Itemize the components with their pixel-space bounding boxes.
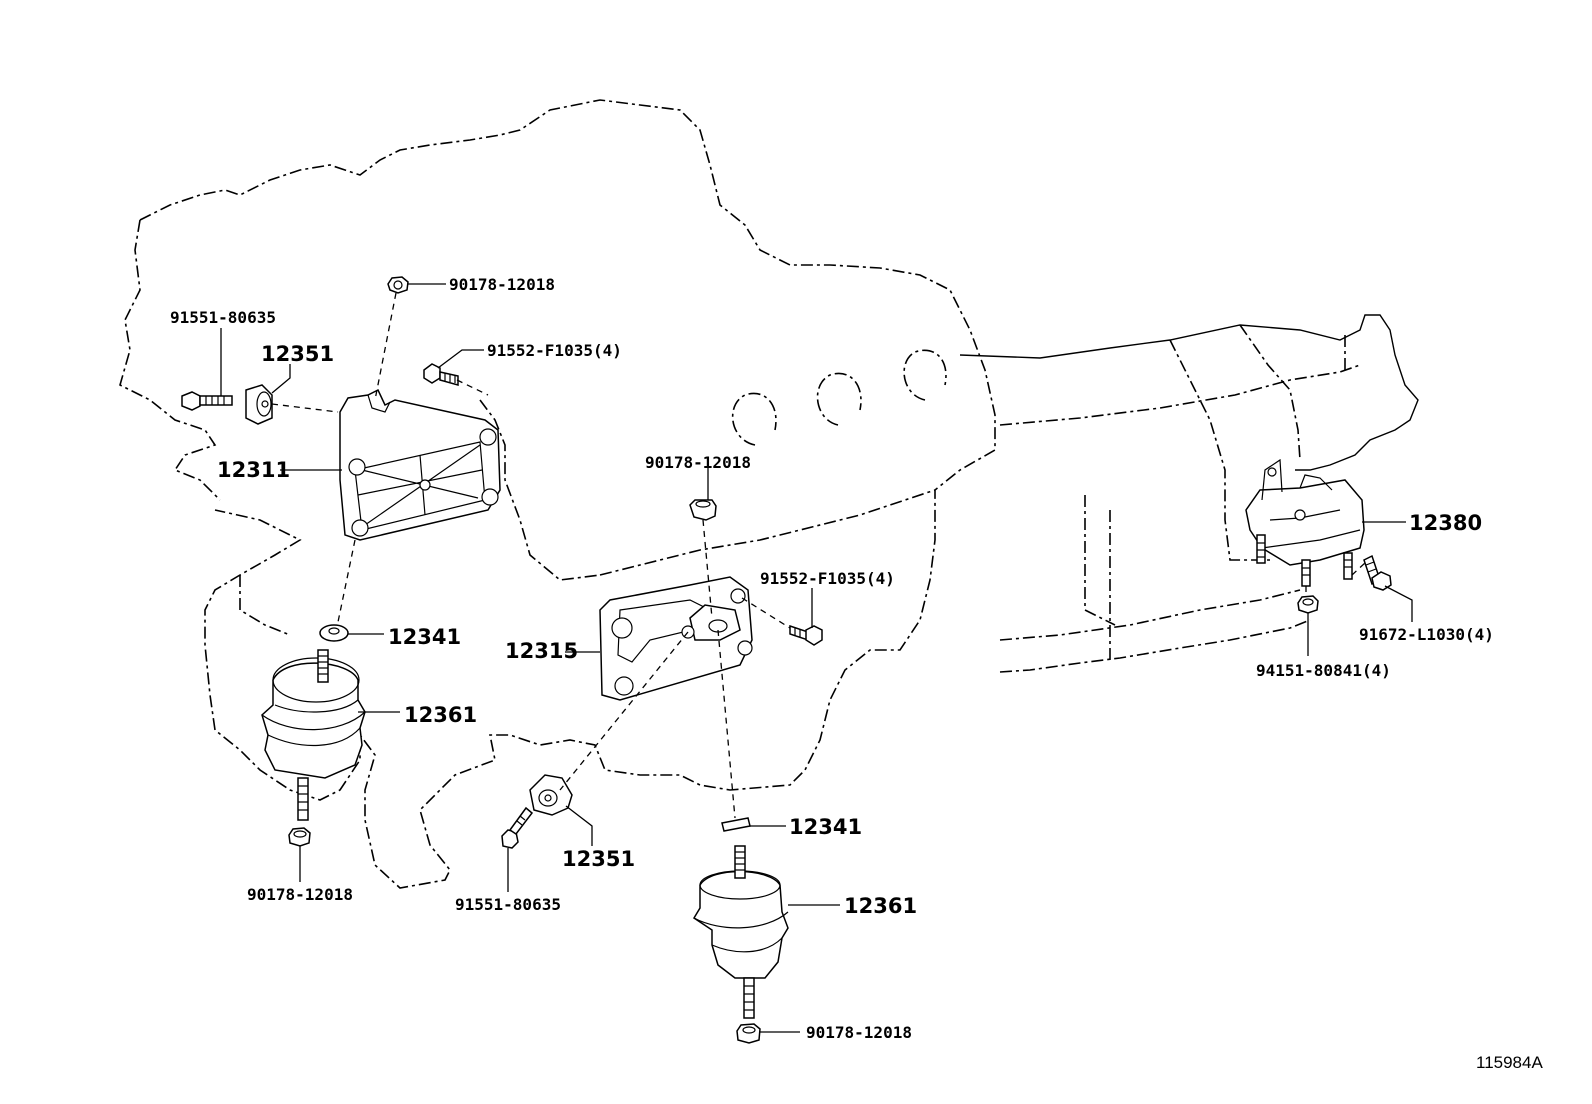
bolt-bracket-left-icon	[423, 363, 459, 386]
callout-insulator-left: 12361	[404, 703, 477, 727]
callout-insulator-right: 12361	[844, 894, 917, 918]
stopper-left-icon	[245, 384, 273, 425]
nut-mid-icon	[689, 499, 717, 521]
callout-bolt-right: 91551-80635	[455, 895, 561, 914]
bolt-bracket-right-icon	[789, 624, 823, 646]
callout-nut-mid: 90178-12018	[645, 453, 751, 472]
callout-bolt-left: 91551-80635	[170, 308, 276, 327]
bolt-right-icon	[501, 806, 534, 849]
stopper-right-icon	[529, 774, 573, 816]
rear-mount-icon	[1245, 458, 1365, 587]
figure-number: 115984A	[1476, 1053, 1543, 1072]
leader-lines	[220, 283, 1413, 1033]
callout-bolts-left-bracket: 91552-F1035(4)	[487, 341, 622, 360]
callout-nut-bottom-left: 90178-12018	[247, 885, 353, 904]
nut-bottom-right-icon	[736, 1023, 761, 1044]
engine-bores	[731, 349, 947, 446]
rear-bolt-icon	[1363, 554, 1392, 591]
callout-bracket-left: 12311	[217, 458, 290, 482]
callout-bolts-right-bracket: 91552-F1035(4)	[760, 569, 895, 588]
callout-nut-top: 90178-12018	[449, 275, 555, 294]
insulator-right-icon	[692, 845, 789, 1019]
callout-rear-bolts: 91672-L1030(4)	[1359, 625, 1494, 644]
insulator-left-icon	[261, 649, 366, 821]
callout-bracket-right: 12315	[505, 639, 578, 663]
callout-washer-left: 12341	[388, 625, 461, 649]
transmission	[959, 314, 1419, 673]
nut-top-icon	[387, 276, 409, 294]
callout-stopper-right: 12351	[562, 847, 635, 871]
callout-nut-bottom-right: 90178-12018	[806, 1023, 912, 1042]
engine-outline	[119, 99, 996, 889]
callout-rear-mount: 12380	[1409, 511, 1482, 535]
callout-washer-right: 12341	[789, 815, 862, 839]
callout-stopper-left: 12351	[261, 342, 334, 366]
bolt-left-icon	[181, 391, 233, 411]
washer-left-icon	[319, 624, 349, 642]
callout-labels: 90178-12018 91551-80635 12351 91552-F103…	[170, 275, 1494, 1042]
nut-bottom-left-icon	[288, 827, 311, 847]
assembly-lines	[271, 292, 1367, 819]
washer-right-icon	[721, 817, 751, 832]
bracket-left-icon	[339, 388, 501, 541]
rear-nut-icon	[1297, 595, 1319, 614]
callout-rear-nuts: 94151-80841(4)	[1256, 661, 1391, 680]
bracket-right-icon	[599, 576, 753, 701]
